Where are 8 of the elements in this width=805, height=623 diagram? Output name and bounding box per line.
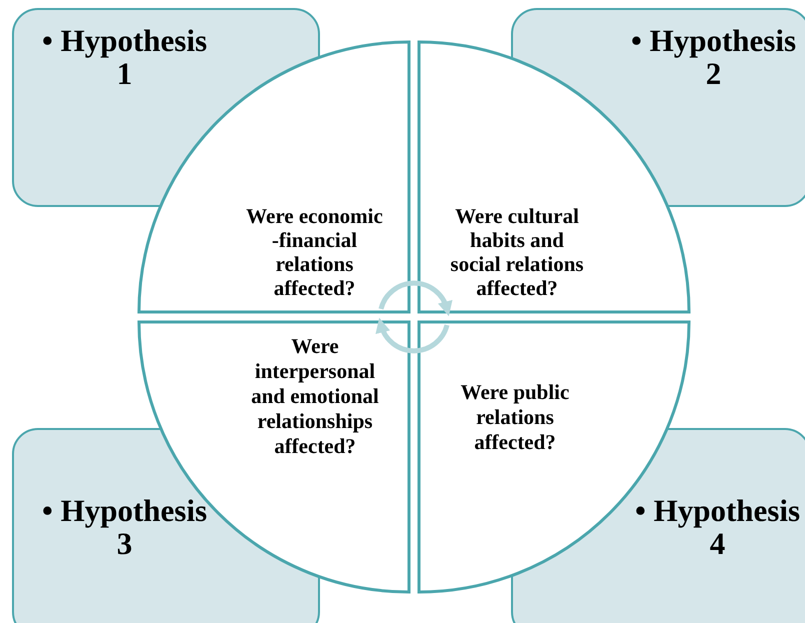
- question-text: Were economic -financial relations affected?: [245, 204, 384, 300]
- question-text: Were public relations affected?: [460, 380, 570, 455]
- heading-text: • Hypothesis 2: [630, 24, 798, 90]
- question-text: Were interpersonal and emotional relationships affected?: [250, 334, 380, 459]
- question-text: Were cultural habits and social relations affected?: [449, 204, 585, 300]
- heading-text: • Hypothesis 1: [40, 24, 208, 90]
- heading-text: • Hypothesis 3: [40, 494, 208, 560]
- heading-text: • Hypothesis 4: [634, 494, 802, 560]
